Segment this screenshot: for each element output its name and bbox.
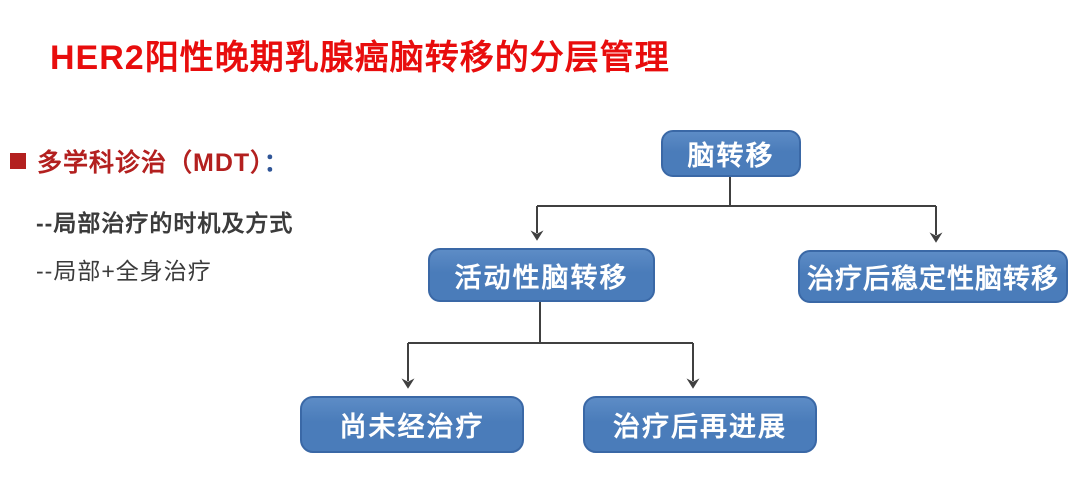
flow-node-stable-brain-mets: 治疗后稳定性脑转移: [798, 250, 1068, 303]
flow-node-progressed-after-treatment: 治疗后再进展: [583, 396, 817, 453]
flow-node-active-brain-mets: 活动性脑转移: [428, 248, 655, 302]
mdt-heading-text: 多学科诊治（MDT）: [37, 149, 264, 177]
square-bullet-icon: [10, 153, 26, 169]
mdt-heading-colon: ：: [263, 149, 290, 177]
flow-node-brain-mets: 脑转移: [661, 130, 801, 177]
mdt-item-local-therapy: --局部治疗的时机及方式: [36, 210, 294, 236]
flow-node-untreated: 尚未经治疗: [300, 396, 524, 453]
mdt-heading: 多学科诊治（MDT）：: [37, 143, 290, 179]
mdt-heading-row: 多学科诊治（MDT）：: [10, 143, 290, 179]
page-title: HER2阳性晚期乳腺癌脑转移的分层管理: [50, 39, 670, 77]
connector-level1-spine: [537, 177, 936, 207]
connector-level2-spine: [408, 302, 693, 344]
mdt-item-local-plus-systemic: --局部+全身治疗: [36, 258, 212, 284]
